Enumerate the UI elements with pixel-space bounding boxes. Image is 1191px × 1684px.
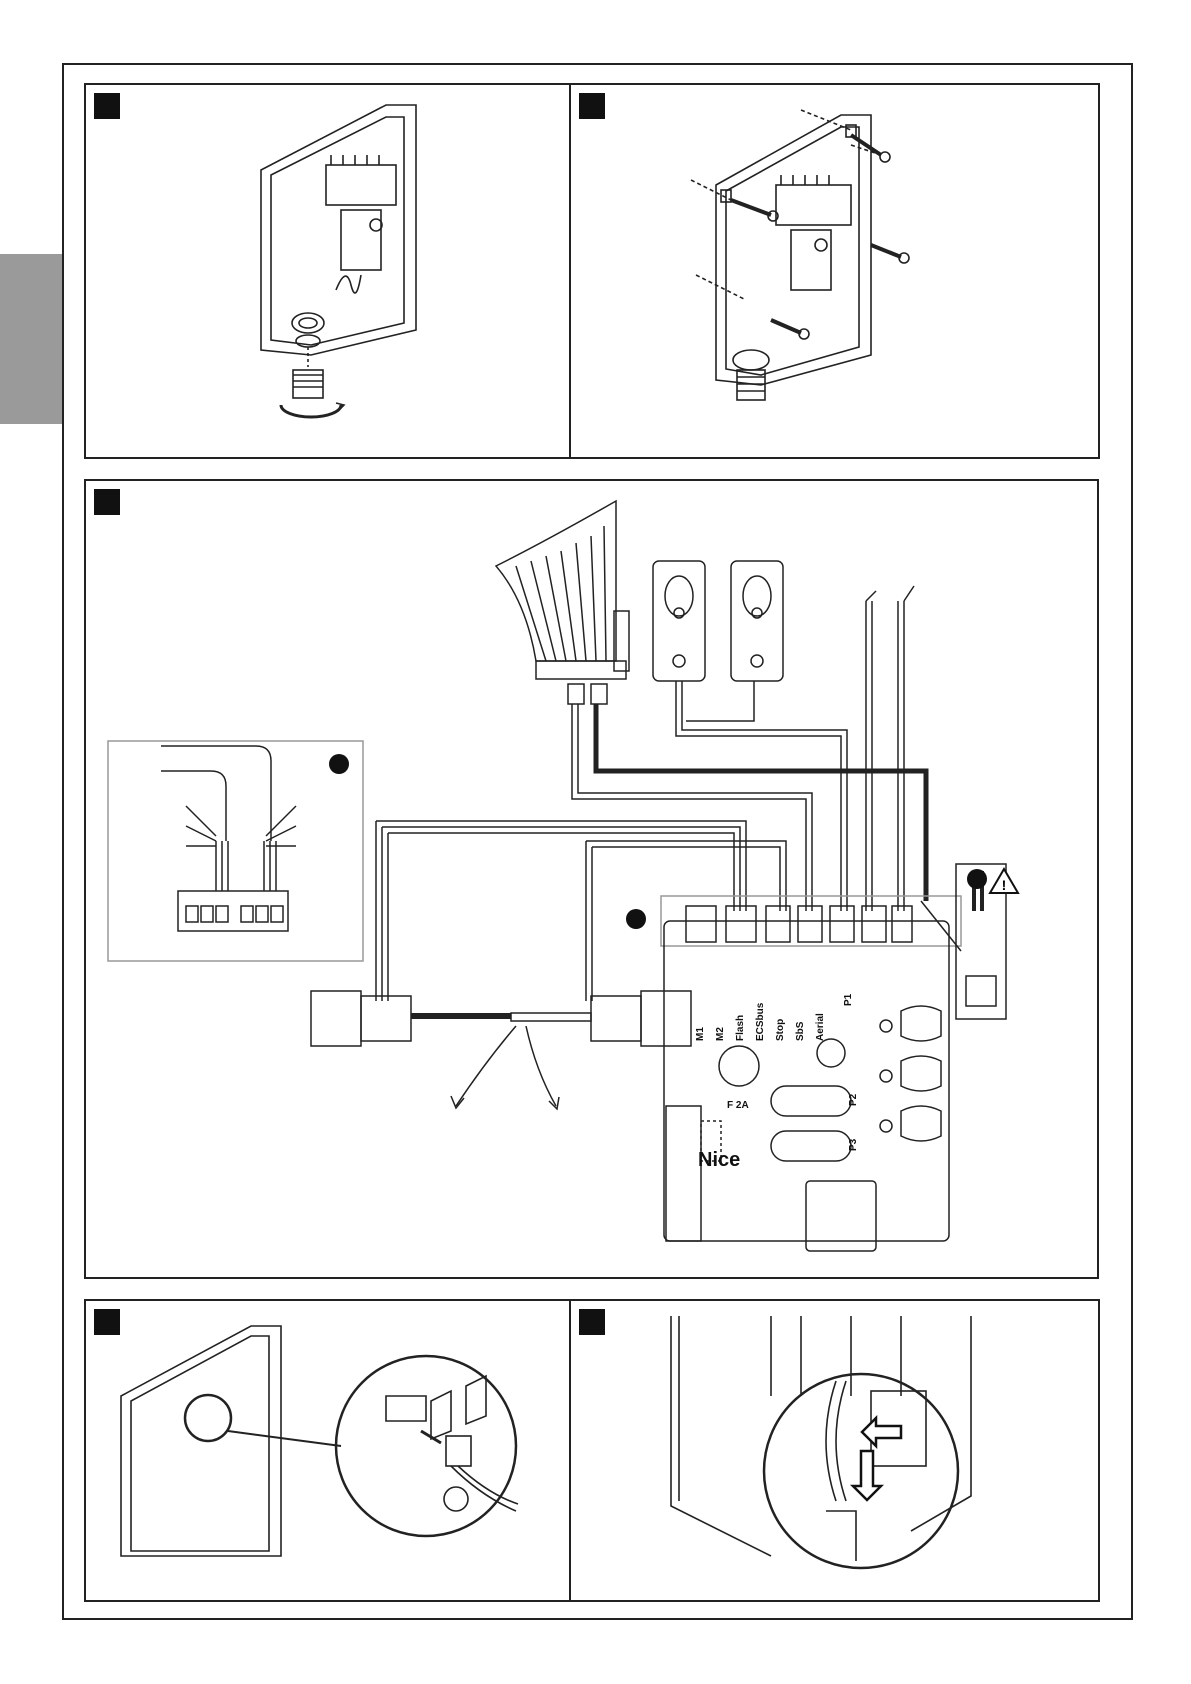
rotate-arrows-icon <box>276 390 346 420</box>
arrow-icon <box>862 1418 901 1446</box>
terminal-label-aerial: Aerial <box>815 1013 826 1041</box>
panel-cover-removal <box>569 1299 1100 1602</box>
brand-logo: Nice <box>698 1149 740 1171</box>
panel-wiring-diagram: ! M1 M2 Flash ECSbus Stop SbS Aerial P1 … <box>84 479 1099 1279</box>
output-label-p1: P1 <box>843 993 854 1006</box>
terminal-label-m2: M2 <box>715 1027 726 1041</box>
fuse-label: F 2A <box>727 1100 749 1111</box>
svg-text:!: ! <box>1002 877 1007 893</box>
terminal-removal-illustration <box>86 1301 590 1600</box>
arrow-icon <box>853 1451 881 1500</box>
terminal-label-ecsbus: ECSbus <box>755 1002 766 1041</box>
side-tab <box>0 254 62 424</box>
terminal-label-m1: M1 <box>695 1027 706 1041</box>
callout-dot <box>329 754 349 774</box>
figure-frame: ! M1 M2 Flash ECSbus Stop SbS Aerial P1 … <box>62 63 1133 1620</box>
wiring-diagram-illustration: ! M1 M2 Flash ECSbus Stop SbS Aerial P1 … <box>86 481 1097 1277</box>
warning-triangle-icon: ! <box>990 869 1018 893</box>
callout-dot <box>626 909 646 929</box>
cover-removal-illustration <box>571 1301 1098 1600</box>
panel-gland-mounting <box>84 83 592 459</box>
screw-fixing-illustration <box>571 85 1098 457</box>
terminal-label-flash: Flash <box>735 1015 746 1041</box>
terminal-label-sbs: SbS <box>795 1021 806 1041</box>
panel-terminal-removal <box>84 1299 592 1602</box>
callout-dot <box>967 869 987 889</box>
output-label-p3: P3 <box>848 1138 859 1151</box>
panel-screw-fixing <box>569 83 1100 459</box>
terminal-label-stop: Stop <box>775 1019 786 1041</box>
output-label-p2: P2 <box>848 1093 859 1106</box>
